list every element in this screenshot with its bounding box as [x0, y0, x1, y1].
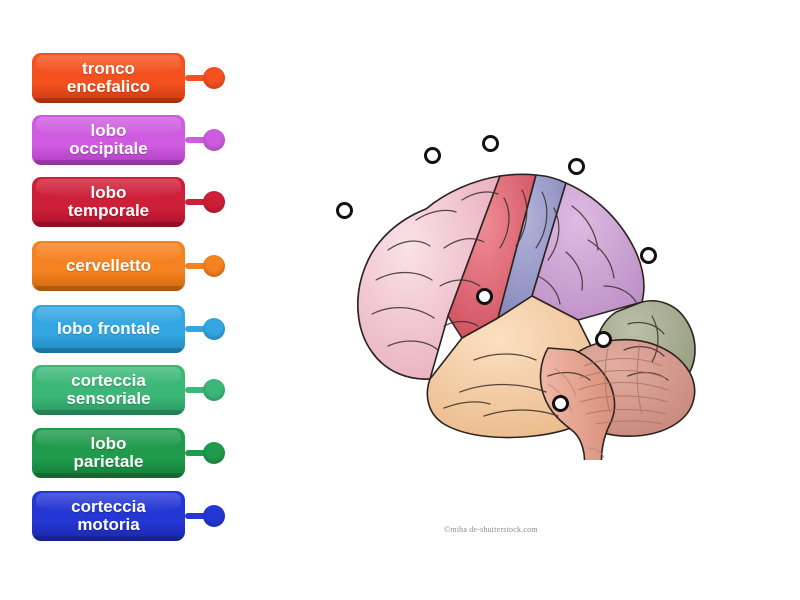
- connector-stem-corteccia-sensoriale: [185, 387, 207, 393]
- connector-knob-lobo-parietale[interactable]: [203, 442, 225, 464]
- connector-knob-corteccia-sensoriale[interactable]: [203, 379, 225, 401]
- label-row-corteccia-motoria[interactable]: corteccia motoria: [32, 491, 225, 541]
- label-box-cervelletto[interactable]: cervelletto: [32, 241, 185, 291]
- connector-lobo-temporale[interactable]: [185, 190, 225, 214]
- connector-corteccia-motoria[interactable]: [185, 504, 225, 528]
- label-box-lobo-parietale[interactable]: lobo parietale: [32, 428, 185, 478]
- connector-stem-corteccia-motoria: [185, 513, 207, 519]
- connector-cervelletto[interactable]: [185, 254, 225, 278]
- connector-knob-cervelletto[interactable]: [203, 255, 225, 277]
- label-box-corteccia-sensoriale[interactable]: corteccia sensoriale: [32, 365, 185, 415]
- label-text-corteccia-motoria: corteccia motoria: [71, 496, 146, 534]
- label-row-tronco-encefalico[interactable]: tronco encefalico: [32, 53, 225, 103]
- connector-knob-tronco-encefalico[interactable]: [203, 67, 225, 89]
- label-row-lobo-frontale[interactable]: lobo frontale: [32, 305, 225, 353]
- connector-stem-lobo-frontale: [185, 326, 207, 332]
- connector-corteccia-sensoriale[interactable]: [185, 378, 225, 402]
- connector-tronco-encefalico[interactable]: [185, 66, 225, 90]
- marker-temporal[interactable]: [475, 287, 493, 305]
- label-box-lobo-frontale[interactable]: lobo frontale: [32, 305, 185, 353]
- connector-lobo-occipitale[interactable]: [185, 128, 225, 152]
- marker-cerebellum[interactable]: [594, 330, 612, 348]
- credit-text: ©miha de-shutterstock.com: [444, 525, 538, 534]
- label-box-lobo-temporale[interactable]: lobo temporale: [32, 177, 185, 227]
- label-row-corteccia-sensoriale[interactable]: corteccia sensoriale: [32, 365, 225, 415]
- connector-stem-lobo-parietale: [185, 450, 207, 456]
- connector-knob-corteccia-motoria[interactable]: [203, 505, 225, 527]
- label-text-cervelletto: cervelletto: [65, 255, 152, 275]
- connector-stem-lobo-occipitale: [185, 137, 207, 143]
- connector-lobo-parietale[interactable]: [185, 441, 225, 465]
- label-text-lobo-parietale: lobo parietale: [73, 433, 144, 471]
- connector-stem-cervelletto: [185, 263, 207, 269]
- marker-occipital[interactable]: [639, 246, 657, 264]
- marker-sensory[interactable]: [481, 134, 499, 152]
- label-text-corteccia-sensoriale: corteccia sensoriale: [66, 370, 151, 408]
- marker-frontal[interactable]: [335, 201, 353, 219]
- connector-stem-lobo-temporale: [185, 199, 207, 205]
- label-row-lobo-parietale[interactable]: lobo parietale: [32, 428, 225, 478]
- label-box-corteccia-motoria[interactable]: corteccia motoria: [32, 491, 185, 541]
- connector-knob-lobo-occipitale[interactable]: [203, 129, 225, 151]
- label-text-tronco-encefalico: tronco encefalico: [66, 58, 151, 96]
- label-row-cervelletto[interactable]: cervelletto: [32, 241, 225, 291]
- label-box-lobo-occipitale[interactable]: lobo occipitale: [32, 115, 185, 165]
- label-row-lobo-occipitale[interactable]: lobo occipitale: [32, 115, 225, 165]
- label-text-lobo-occipitale: lobo occipitale: [69, 120, 148, 158]
- brain-illustration: [248, 80, 738, 460]
- label-row-lobo-temporale[interactable]: lobo temporale: [32, 177, 225, 227]
- connector-stem-tronco-encefalico: [185, 75, 207, 81]
- marker-brainstem[interactable]: [551, 394, 569, 412]
- connector-lobo-frontale[interactable]: [185, 317, 225, 341]
- label-text-lobo-frontale: lobo frontale: [57, 318, 160, 338]
- marker-motor[interactable]: [423, 146, 441, 164]
- label-box-tronco-encefalico[interactable]: tronco encefalico: [32, 53, 185, 103]
- label-text-lobo-temporale: lobo temporale: [67, 182, 150, 220]
- marker-parietal[interactable]: [567, 157, 585, 175]
- connector-knob-lobo-frontale[interactable]: [203, 318, 225, 340]
- connector-knob-lobo-temporale[interactable]: [203, 191, 225, 213]
